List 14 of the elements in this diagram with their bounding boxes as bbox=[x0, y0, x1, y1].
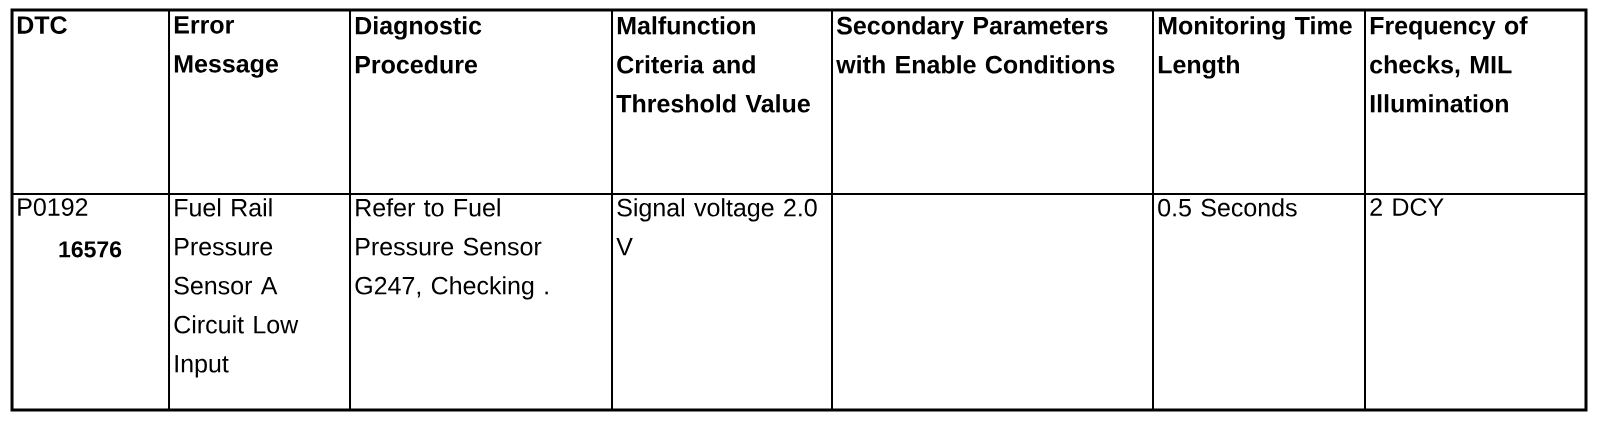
table-cell: Signal voltage 2.0 V bbox=[616, 198, 817, 256]
table-cell: 2 DCY bbox=[1370, 198, 1444, 216]
column-header: DTC bbox=[17, 16, 67, 34]
column-header: Frequency of checks, MIL Illumination bbox=[1370, 16, 1528, 113]
table-cell: Fuel Rail Pressure Sensor A Circuit Low Input bbox=[174, 198, 299, 378]
table-cell: Refer to Fuel Pressure Sensor G247, Checking . bbox=[355, 198, 548, 300]
table-cell: P0192 bbox=[18, 198, 88, 216]
column-header: Secondary Parameters with Enable Conditions bbox=[836, 16, 1115, 74]
table-cell: 16576 bbox=[59, 241, 122, 258]
column-header: Malfunction Criteria and Threshold Value bbox=[616, 16, 810, 113]
column-header: Diagnostic Procedure bbox=[355, 16, 482, 74]
column-header: Error Message bbox=[174, 16, 278, 78]
table-cell: 0.5 Seconds bbox=[1158, 198, 1297, 217]
column-header: Monitoring Time Length bbox=[1158, 16, 1352, 79]
